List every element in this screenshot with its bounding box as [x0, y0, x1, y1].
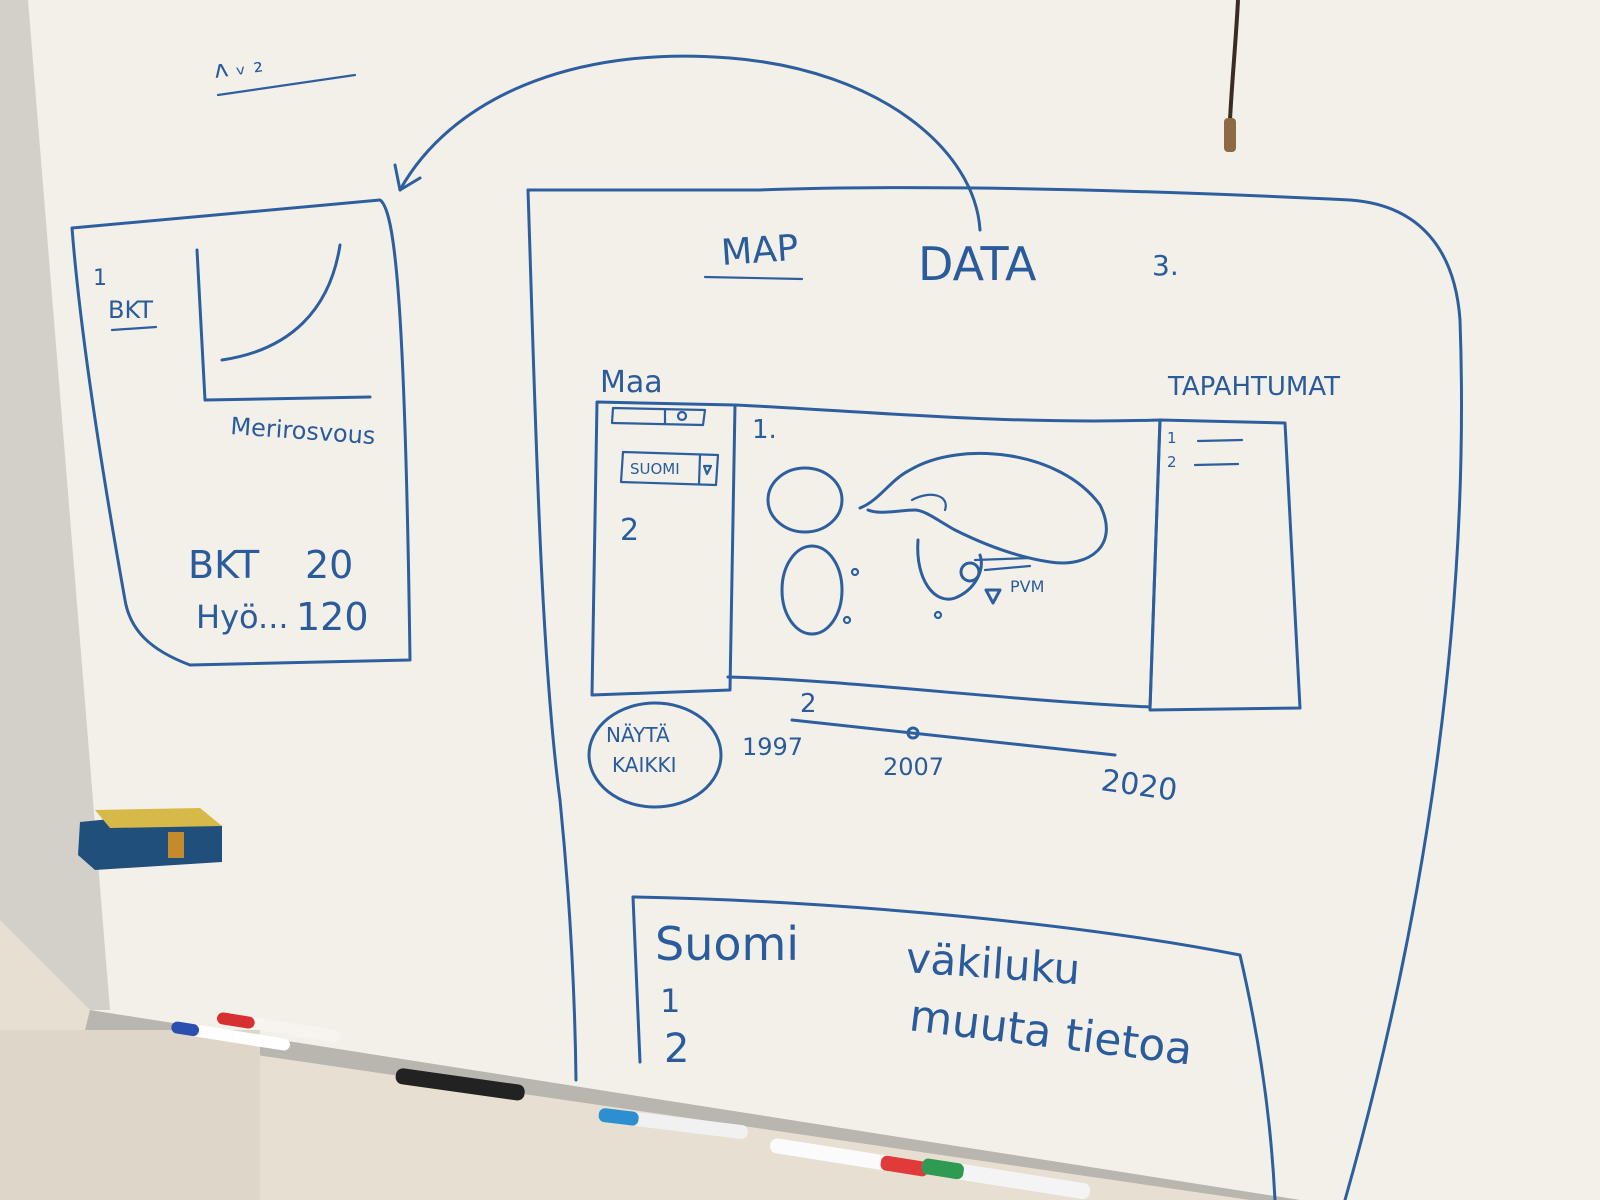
- show-all-line1: NÄYTÄ: [606, 723, 670, 747]
- list-item[interactable]: 1: [1167, 429, 1244, 447]
- left-panel-marker: 2: [620, 513, 639, 548]
- app-frame-top-right: [526, 186, 1464, 1200]
- map-dot: [850, 567, 860, 577]
- show-all-line2: KAIKKI: [612, 753, 676, 777]
- arrow-head: [393, 163, 422, 192]
- wall-lower: [0, 1030, 260, 1200]
- chart-y-label: BKT: [108, 296, 153, 324]
- detail-panel-top-right: [631, 895, 1277, 1200]
- event-item-number: 2: [1167, 453, 1177, 471]
- stat-value-2: 120: [296, 595, 369, 639]
- world-map-sketch: PVM: [766, 451, 1108, 636]
- search-icon: [676, 410, 688, 422]
- timeline-mid-label: 2007: [883, 753, 944, 781]
- stat-row: Hyö... 120: [196, 595, 369, 639]
- search-box[interactable]: [610, 406, 707, 427]
- map-pin-label: PVM: [1010, 577, 1044, 596]
- show-all-button[interactable]: NÄYTÄ KAIKKI: [587, 701, 723, 809]
- continent-detail: [910, 493, 947, 512]
- continent-shape: [780, 544, 844, 636]
- timeline-start-label: 1997: [742, 733, 803, 761]
- tab-map-underline: [703, 275, 804, 281]
- chart-y-tick: 1: [93, 266, 107, 291]
- map-dot: [842, 615, 852, 625]
- chart-sketch-panel: [70, 198, 412, 667]
- cord-weight: [1224, 118, 1236, 152]
- map-dot: [933, 610, 943, 620]
- stat-label-1: BKT: [188, 543, 260, 587]
- stat-row: BKT 20: [188, 543, 353, 587]
- country-dropdown[interactable]: SUOMI: [619, 450, 720, 487]
- timeline-marker: 2: [800, 689, 817, 719]
- detail-column-header: väkiluku: [904, 933, 1082, 994]
- eraser: [78, 808, 222, 870]
- event-item-number: 1: [1167, 429, 1177, 447]
- y-label-underline: [110, 325, 158, 332]
- marker-tray: [85, 1010, 1300, 1200]
- left-panel-title: Maa: [600, 365, 663, 400]
- stat-value-1: 20: [305, 543, 353, 587]
- markers: [171, 1012, 1091, 1200]
- chevron-down-icon: [702, 464, 713, 476]
- map-pin-icon[interactable]: [984, 588, 1002, 605]
- cord: [1228, 0, 1240, 121]
- events-panel: [1148, 418, 1302, 712]
- continent-shape: [766, 466, 844, 534]
- map-region-detail: [973, 556, 1032, 572]
- left-panel: [590, 400, 737, 697]
- timeline-track: [790, 718, 1117, 757]
- scribble-underline: [216, 73, 357, 97]
- chart-curve: [220, 243, 342, 362]
- right-panel-title: TAPAHTUMAT: [1167, 372, 1340, 402]
- detail-row-number: 1: [660, 982, 680, 1020]
- list-item[interactable]: 2: [1167, 453, 1240, 471]
- continent-shape: [858, 451, 1108, 565]
- detail-country: Suomi: [655, 917, 799, 971]
- map-pin[interactable]: [959, 561, 981, 583]
- app-frame-left: [526, 188, 578, 1082]
- tab-map[interactable]: MAP: [720, 228, 800, 274]
- whiteboard-frame-left: [0, 0, 110, 1010]
- chart-axes: [195, 248, 372, 402]
- country-dropdown-value: SUOMI: [630, 460, 680, 478]
- tab-data[interactable]: DATA: [918, 237, 1037, 291]
- detail-row-number: 2: [664, 1026, 689, 1072]
- tab-3[interactable]: 3.: [1152, 249, 1179, 282]
- map-marker-1: 1.: [752, 415, 777, 445]
- curved-arrow: [398, 54, 982, 232]
- stat-label-2: Hyö...: [196, 598, 289, 636]
- top-scribble: ʌ ᵥ ₂: [212, 49, 265, 84]
- detail-panel-left: [631, 895, 642, 1064]
- timeline-handle[interactable]: [906, 726, 920, 740]
